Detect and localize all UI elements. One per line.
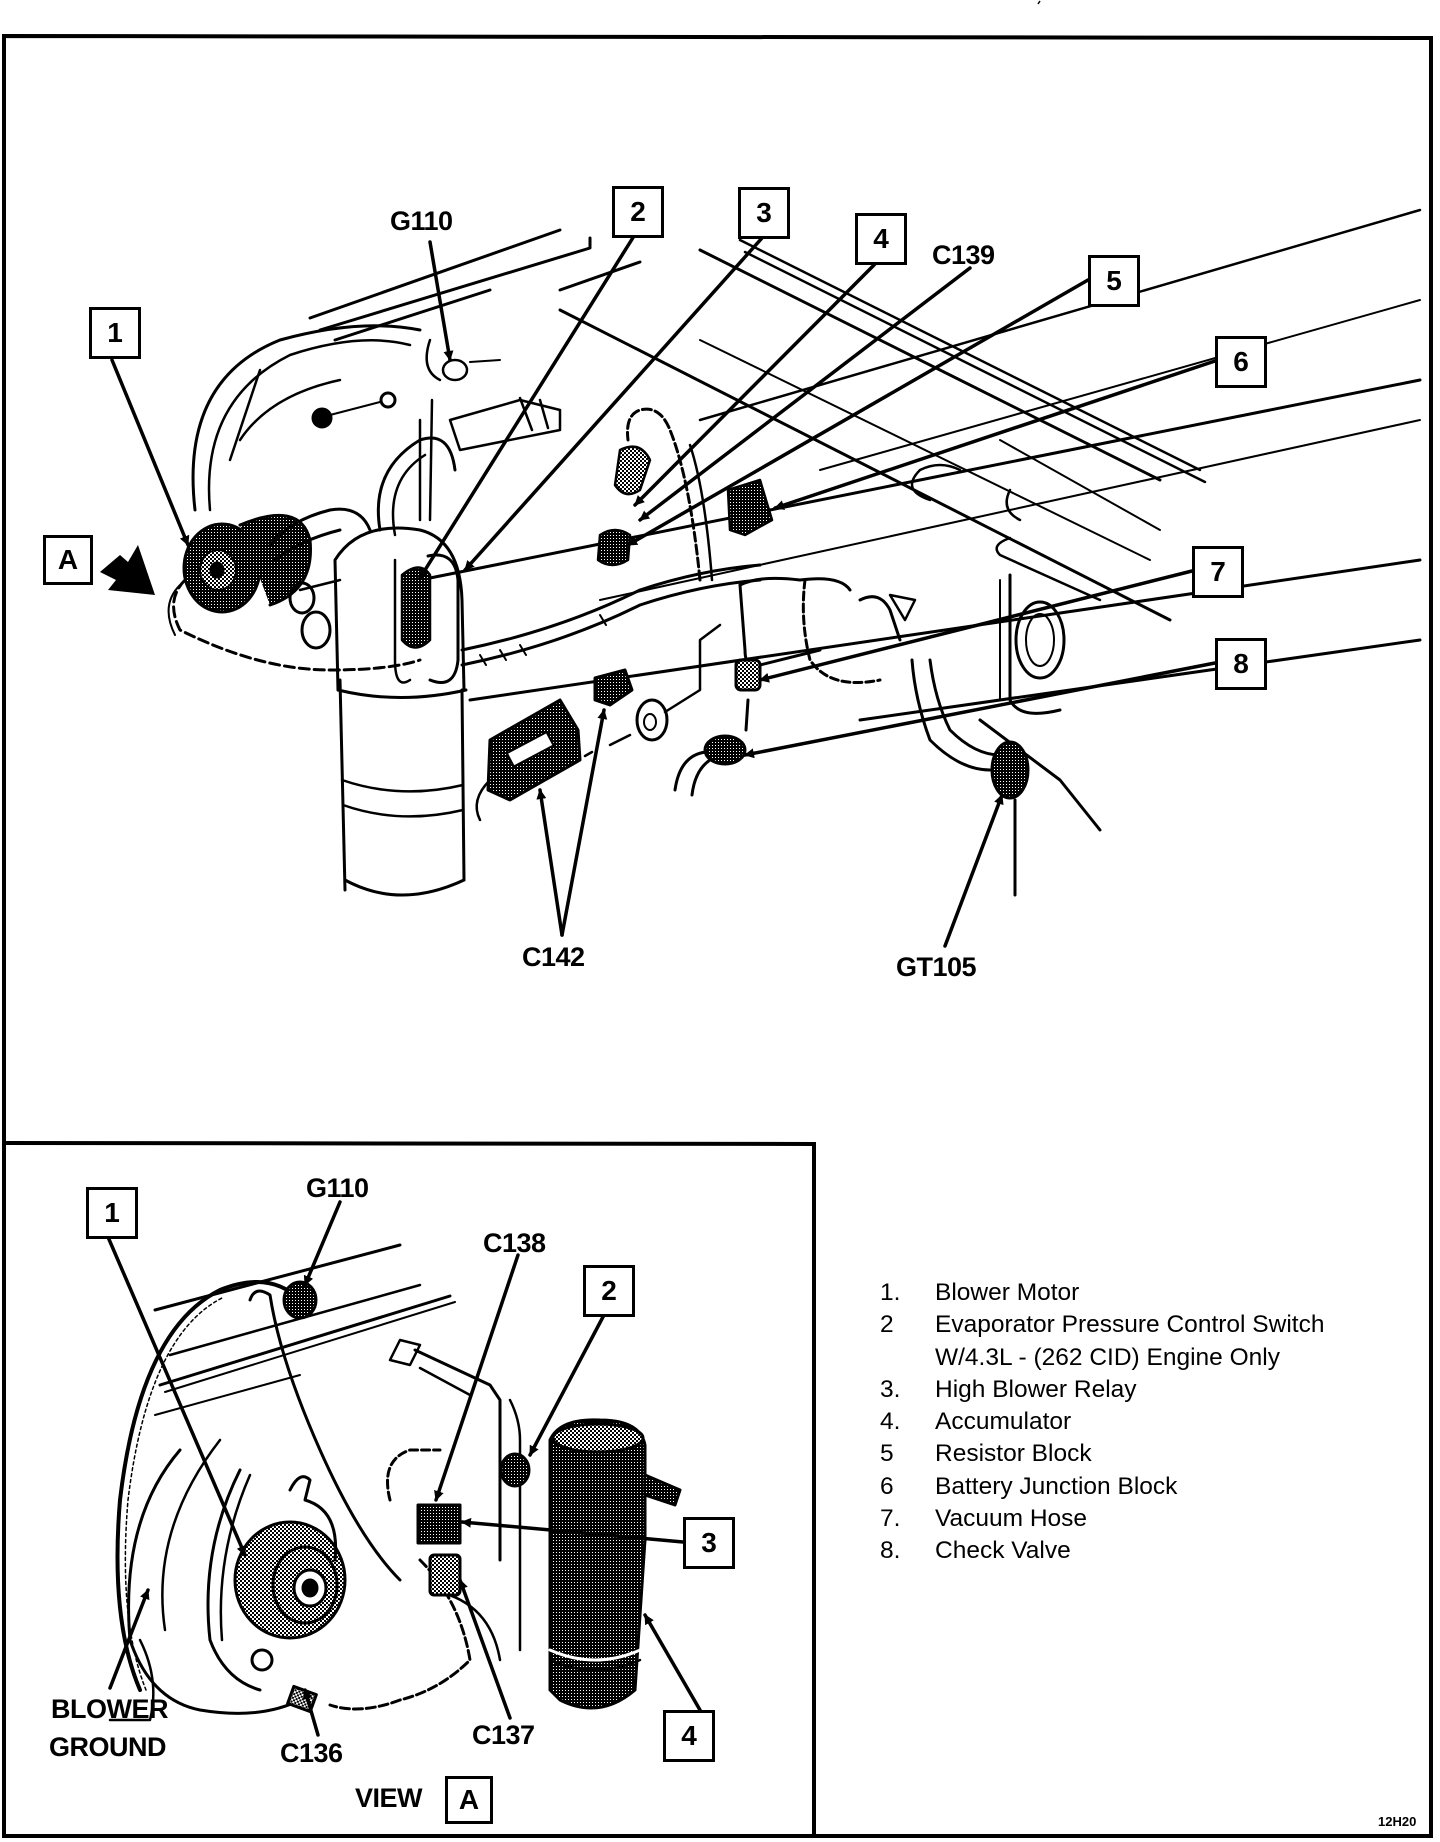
leader-g110 xyxy=(428,240,454,362)
inset-leader-g110 xyxy=(303,1200,342,1287)
inset-label-c137: C137 xyxy=(472,1720,535,1750)
inset-view-marker: A xyxy=(445,1776,493,1824)
view-a-arrow-icon xyxy=(100,545,155,595)
callout-4: 4 xyxy=(855,213,907,265)
inset-label-c136: C136 xyxy=(280,1738,343,1768)
legend-item: 7.Vacuum Hose xyxy=(880,1505,1088,1533)
callout-5: 5 xyxy=(1088,255,1140,307)
legend-item: W/4.3L - (262 CID) Engine Only xyxy=(935,1343,1280,1371)
inset-leader-ground xyxy=(108,1588,150,1690)
leader-8 xyxy=(743,661,1217,759)
callout-3: 3 xyxy=(738,187,790,239)
inset-label-blower-ground-1: BLOWER xyxy=(51,1694,168,1724)
legend-item: 8.Check Valve xyxy=(880,1537,1071,1565)
inset-callout-4: 4 xyxy=(663,1710,715,1762)
leader-3 xyxy=(463,236,764,572)
leader-7 xyxy=(758,569,1194,683)
callout-1: 1 xyxy=(89,307,141,359)
leader-5 xyxy=(626,278,1090,547)
inset-callout-2: 2 xyxy=(583,1265,635,1317)
inset-leader-3 xyxy=(460,1517,685,1544)
legend-item: 1.Blower Motor xyxy=(880,1279,1080,1306)
label-g110: G110 xyxy=(390,206,453,236)
leader-1 xyxy=(110,358,190,547)
inset-leader-c137 xyxy=(458,1578,512,1720)
leader-c139 xyxy=(638,266,972,522)
leader-gt105 xyxy=(943,793,1004,948)
legend-item: 3.High Blower Relay xyxy=(880,1375,1137,1403)
callout-6: 6 xyxy=(1215,336,1267,388)
leader-c142-b xyxy=(560,708,608,937)
label-c139: C139 xyxy=(932,240,995,270)
callout-8: 8 xyxy=(1215,638,1267,690)
leader-c142-a xyxy=(536,788,564,937)
leader-6 xyxy=(773,359,1217,510)
callout-2: 2 xyxy=(612,186,664,238)
main-leader-lines xyxy=(110,234,1217,948)
inset-label-g110: G110 xyxy=(306,1173,369,1203)
inset-frame xyxy=(3,1141,816,1836)
inset-label-blower-ground-2: GROUND xyxy=(49,1732,167,1762)
figure-code: 12H20 xyxy=(1378,1814,1417,1829)
inset-artwork xyxy=(108,1243,682,1722)
inset-leader-c138 xyxy=(434,1253,520,1502)
inset-leader-4 xyxy=(643,1613,702,1712)
leader-4 xyxy=(633,261,878,507)
inset-leader-1 xyxy=(106,1235,247,1557)
main-artwork xyxy=(167,208,1422,897)
inset-callout-1: 1 xyxy=(86,1187,138,1239)
inset-label-c138: C138 xyxy=(483,1228,546,1258)
inset-leader-lines xyxy=(106,1200,702,1737)
label-c142: C142 xyxy=(522,942,585,972)
inset-callout-3: 3 xyxy=(683,1517,735,1569)
inset-leader-2 xyxy=(528,1313,606,1457)
leader-2 xyxy=(418,234,636,580)
inset-view-title: VIEW xyxy=(355,1783,423,1813)
label-gt105: GT105 xyxy=(896,952,977,982)
callout-7: 7 xyxy=(1192,546,1244,598)
legend-item: 4.Accumulator xyxy=(880,1408,1072,1436)
view-a-marker: A xyxy=(43,535,93,585)
inset-leader-c136 xyxy=(302,1688,320,1737)
